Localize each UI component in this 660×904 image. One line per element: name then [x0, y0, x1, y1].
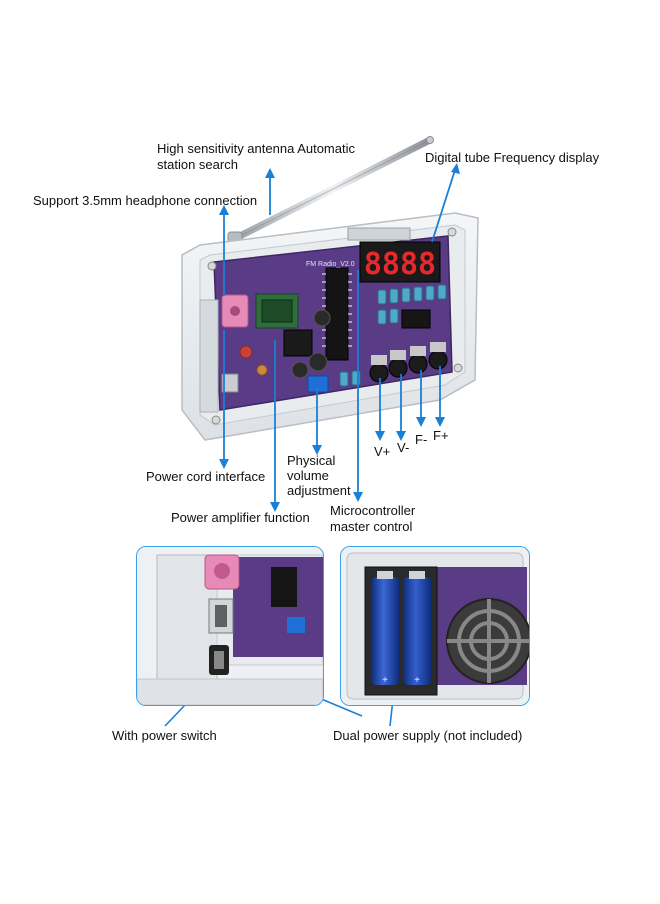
microcontroller-label-line1: Microcontroller — [330, 503, 416, 518]
volume-label-line1: Physical — [287, 453, 336, 468]
capacitors — [239, 309, 331, 379]
inset-batteries: + + — [340, 546, 530, 706]
antenna-label-line2: station search — [157, 157, 238, 172]
f-plus-label: F+ — [433, 428, 449, 443]
digital-display: 8888 — [359, 241, 441, 283]
volume-label-line2: volume — [287, 468, 329, 483]
antenna-label-line1: High sensitivity antenna Automatic — [157, 141, 355, 156]
pcb-silkscreen: FM Radio_V2.0 — [306, 261, 355, 268]
battery-icon: + + — [371, 571, 431, 686]
svg-text:8888: 8888 — [364, 247, 436, 282]
f-minus-label: F- — [415, 432, 428, 447]
amplifier-label: Power amplifier function — [171, 510, 310, 525]
v-plus-label: V+ — [374, 444, 391, 459]
v-minus-label: V- — [397, 440, 410, 455]
headphone-jack — [221, 294, 249, 328]
headphone-label: Support 3.5mm headphone connection — [33, 193, 258, 208]
power-switch-illustration — [137, 547, 323, 705]
amplifier-chip — [283, 329, 313, 357]
driver-chip — [401, 309, 431, 329]
power-cord-port — [221, 373, 239, 393]
inset-power-switch — [136, 546, 324, 706]
volume-label-line3: adjustment — [287, 483, 351, 498]
speaker-grille-icon — [446, 598, 529, 684]
volume-knob — [307, 375, 329, 393]
svg-text:+: + — [414, 675, 420, 686]
callout-lines — [223, 169, 456, 505]
batteries-illustration: + + — [341, 547, 529, 705]
dual-power-label: Dual power supply (not included) — [333, 728, 523, 743]
volume-label: Physical volume adjustment — [287, 453, 351, 498]
button-icon — [369, 342, 448, 383]
microcontroller-label-line2: master control — [330, 519, 413, 534]
microcontroller-label: Microcontroller master control — [330, 503, 415, 535]
power-switch-label: With power switch — [112, 728, 217, 743]
antenna-label: High sensitivity antenna Automatic stati… — [157, 141, 355, 173]
callout-arrowheads — [219, 163, 460, 512]
fm-module — [255, 293, 299, 329]
digital-display-label: Digital tube Frequency display — [425, 150, 600, 165]
power-cord-label: Power cord interface — [146, 469, 266, 484]
svg-text:+: + — [382, 675, 388, 686]
resistor-array — [339, 284, 447, 387]
